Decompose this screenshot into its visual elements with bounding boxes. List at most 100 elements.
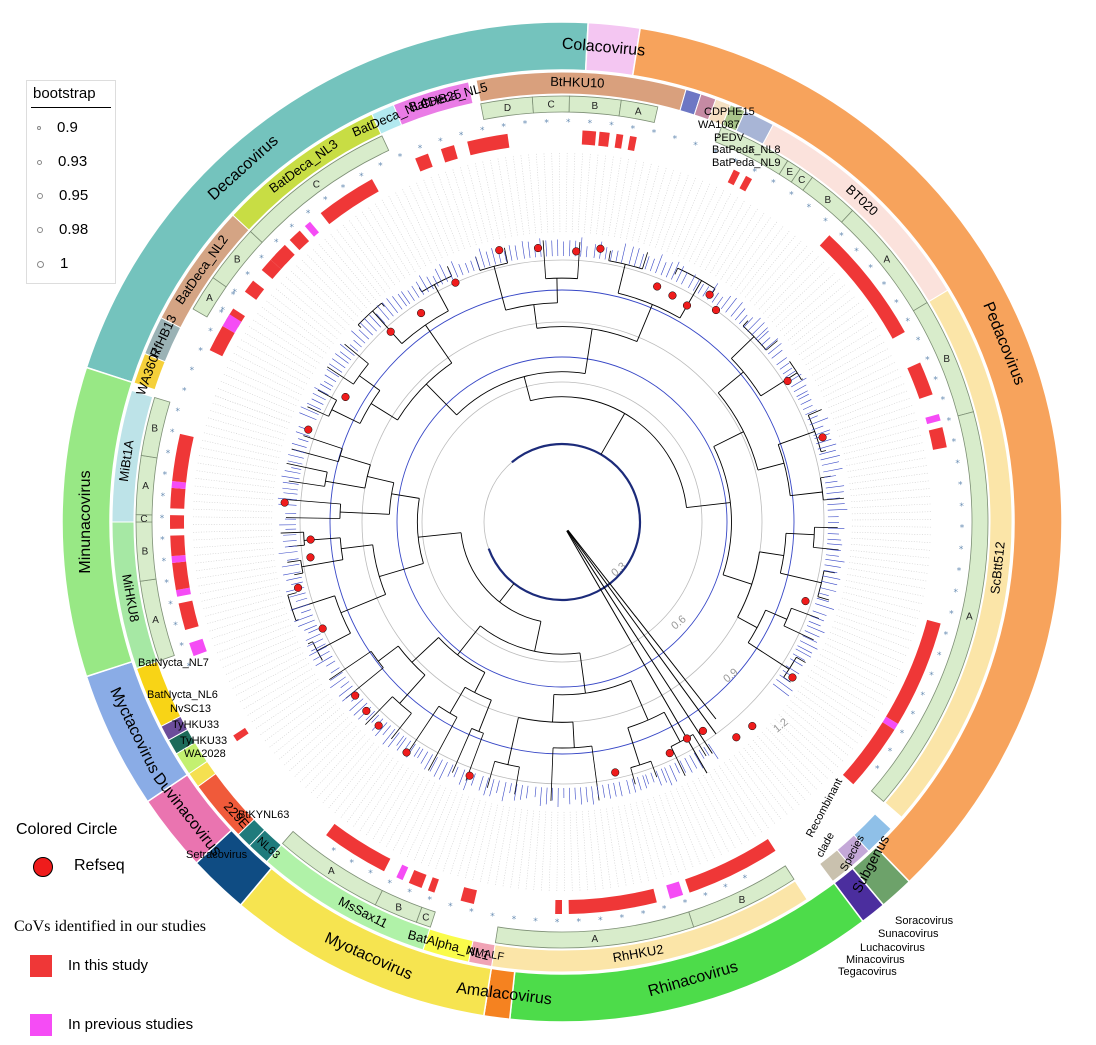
tip-label-stub — [427, 792, 458, 868]
tip-label-stub — [195, 560, 275, 572]
tip-label-stub — [817, 348, 889, 387]
previous-study-bar — [171, 554, 187, 563]
tip-label-stub — [505, 156, 518, 236]
leaf-branch — [509, 783, 512, 794]
leaf-branch — [760, 337, 771, 346]
leaf-branch — [689, 755, 698, 769]
leaf-branch — [808, 620, 821, 627]
clade-label: A — [966, 612, 973, 623]
leaf-branch — [826, 548, 841, 551]
leaf-branch — [411, 285, 420, 298]
bootstrap-value: 0.95 — [59, 187, 89, 204]
tip-label-stub — [290, 270, 350, 326]
leaf-branch — [607, 783, 611, 799]
refseq-marker — [294, 583, 303, 592]
tree-arc — [777, 444, 791, 496]
leaf-branch — [613, 782, 617, 797]
tree-branch — [379, 562, 424, 577]
leaf-branch — [610, 250, 613, 261]
tip-label-stub — [415, 181, 449, 256]
tip-label-stub — [535, 152, 543, 233]
tree-branch — [791, 607, 820, 619]
tip-label-stub — [327, 746, 379, 809]
tip-label-stub — [825, 643, 898, 678]
bootstrap-star: * — [929, 671, 934, 681]
tip-label-stub — [208, 607, 286, 632]
tip-label-stub — [771, 266, 831, 323]
leaf-branch — [772, 683, 790, 697]
clade-label: D — [504, 103, 511, 114]
tip-label-stub — [336, 228, 386, 293]
leaf-branch — [290, 604, 310, 611]
leaf-branch — [319, 383, 332, 391]
refseq-legend-marker — [33, 857, 53, 877]
tree-branch — [339, 455, 371, 466]
tip-label-stub — [316, 738, 370, 799]
leaf-branch — [404, 740, 412, 750]
tree-arc — [397, 645, 426, 676]
clade-segment — [618, 99, 659, 123]
leaf-branch — [698, 749, 705, 759]
tree-branch — [813, 546, 839, 551]
tip-label-stub — [752, 740, 806, 801]
tree-arc — [536, 326, 638, 342]
bootstrap-star: * — [952, 438, 957, 448]
this-study-bar — [172, 433, 194, 483]
tip-label-stub — [265, 300, 330, 349]
outgroup-branch — [567, 529, 717, 720]
leaf-branch — [299, 412, 317, 421]
tip-label-stub — [808, 327, 878, 371]
tip-label-stub — [660, 174, 689, 250]
leaf-branch — [618, 781, 623, 797]
tip-label-stub — [851, 543, 931, 551]
leaf-branch — [417, 748, 424, 759]
leaf-branch — [287, 558, 299, 561]
clade-segment — [140, 396, 171, 459]
leaf-branch — [669, 765, 678, 782]
bootstrap-star: * — [428, 896, 433, 906]
tree-arc — [677, 267, 716, 290]
tip-label-stub — [774, 718, 834, 774]
tip-label-stub — [697, 777, 736, 849]
tip-label-stub — [248, 325, 317, 369]
leaf-branch — [825, 485, 845, 489]
bootstrap-star: * — [713, 149, 718, 159]
tree-branch — [446, 266, 453, 277]
tip-label-stub — [851, 525, 932, 528]
tip-label-stub — [715, 208, 759, 277]
leaf-branch — [776, 357, 787, 366]
tip-label-stub — [548, 811, 553, 892]
scale-circle — [421, 381, 703, 663]
bootstrap-star: * — [162, 557, 167, 567]
bootstrap-star: * — [933, 375, 938, 385]
bootstrap-star: * — [341, 183, 346, 193]
tip-label-stub — [602, 155, 614, 235]
leaf-branch — [392, 296, 403, 310]
leaf-branch — [539, 787, 542, 806]
tree-arc — [392, 696, 412, 714]
tip-label-stub — [255, 683, 322, 730]
tip-label-stub — [197, 572, 277, 587]
tip-label-stub — [329, 233, 381, 297]
tip-label-stub — [835, 397, 911, 425]
bootstrap-row: 0.98 — [37, 221, 88, 238]
tip-label-stub — [804, 680, 872, 725]
leaf-branch — [708, 743, 719, 759]
tree-arc — [494, 760, 520, 768]
tip-label-stub — [723, 762, 770, 829]
tree-arc — [717, 392, 759, 471]
leaf-branch — [739, 314, 748, 324]
tip-label-stub — [705, 200, 745, 270]
bootstrap-star: * — [920, 691, 925, 701]
tip-label-stub — [823, 361, 896, 397]
tree-arc — [339, 503, 342, 519]
leaf-branch — [453, 766, 459, 778]
leaf-branch — [679, 760, 687, 773]
leaf-branch — [281, 563, 300, 568]
tip-label-stub — [216, 387, 292, 418]
this-study-bar — [408, 869, 427, 888]
tip-label-stub — [748, 743, 801, 806]
leaf-branch — [821, 461, 839, 466]
tip-label-stub — [653, 797, 680, 874]
tip-label-stub — [459, 166, 483, 244]
